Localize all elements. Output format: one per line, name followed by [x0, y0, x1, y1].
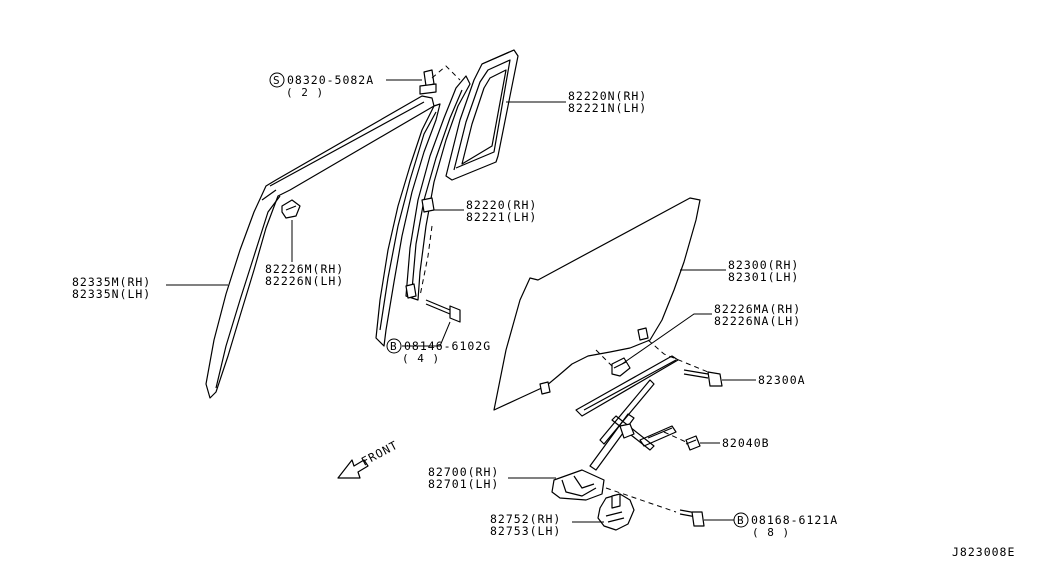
front-sash-part	[375, 75, 471, 347]
bolt-glass-part-number: 82300A	[758, 373, 806, 387]
leader-glass-bracket	[621, 313, 712, 365]
nut-part-number: 82040B	[722, 436, 770, 450]
bolt-bottom-symbol: B	[737, 514, 745, 527]
glass-bracket-rh: 82226MA(RH)	[714, 302, 801, 316]
weatherstrip-rh: 82335M(RH)	[72, 275, 151, 289]
bolt-mid-qty: ( 4 )	[402, 352, 440, 365]
motor-part	[597, 493, 635, 531]
motor-rh: 82752(RH)	[490, 512, 561, 526]
diagram-code: J823008E	[952, 545, 1015, 559]
door-glass-part	[493, 197, 701, 411]
screw-top-symbol: S	[273, 74, 281, 87]
bolt-mid-part-number: 08146-6102G	[404, 339, 491, 353]
weatherstrip-lh: 82335N(LH)	[72, 287, 151, 301]
bolt-bottom-symbol-circle	[733, 512, 749, 528]
regulator-part	[551, 355, 679, 501]
bolt-mid-part	[425, 299, 461, 323]
screw-top-part	[419, 69, 437, 95]
bolt-glass-part	[683, 369, 723, 387]
sash-front-rh: 82220(RH)	[466, 198, 537, 212]
screw-symbol-circle	[269, 72, 285, 88]
bracket-lh: 82226N(LH)	[265, 274, 344, 288]
bolt-mid-symbol: B	[390, 340, 398, 353]
nut-part	[685, 435, 701, 451]
glass-bracket-part	[611, 357, 631, 377]
bracket-rh: 82226M(RH)	[265, 262, 344, 276]
bolt-mid-symbol-circle	[386, 338, 402, 354]
bolt-bottom-qty: ( 8 )	[752, 526, 790, 539]
leader-bolt-mid	[402, 321, 451, 347]
rear-sash-part	[445, 49, 519, 181]
motor-lh: 82753(LH)	[490, 524, 561, 538]
glass-lh: 82301(LH)	[728, 270, 799, 284]
bolt-bottom-part-number: 08168-6121A	[751, 513, 838, 527]
sash-rear-rh: 82220N(RH)	[568, 89, 647, 103]
screw-top-qty: ( 2 )	[286, 86, 324, 99]
bracket-part	[281, 199, 301, 219]
sash-front-lh: 82221(LH)	[466, 210, 537, 224]
regulator-rh: 82700(RH)	[428, 465, 499, 479]
glass-bracket-lh: 82226NA(LH)	[714, 314, 801, 328]
regulator-lh: 82701(LH)	[428, 477, 499, 491]
glass-rh: 82300(RH)	[728, 258, 799, 272]
screw-top-part-number: 08320-5082A	[287, 73, 374, 87]
front-arrow	[337, 459, 369, 479]
bolt-bottom-part	[679, 509, 705, 527]
front-label: FRONT	[359, 438, 401, 469]
weatherstrip-part	[205, 95, 435, 399]
sash-rear-lh: 82221N(LH)	[568, 101, 647, 115]
